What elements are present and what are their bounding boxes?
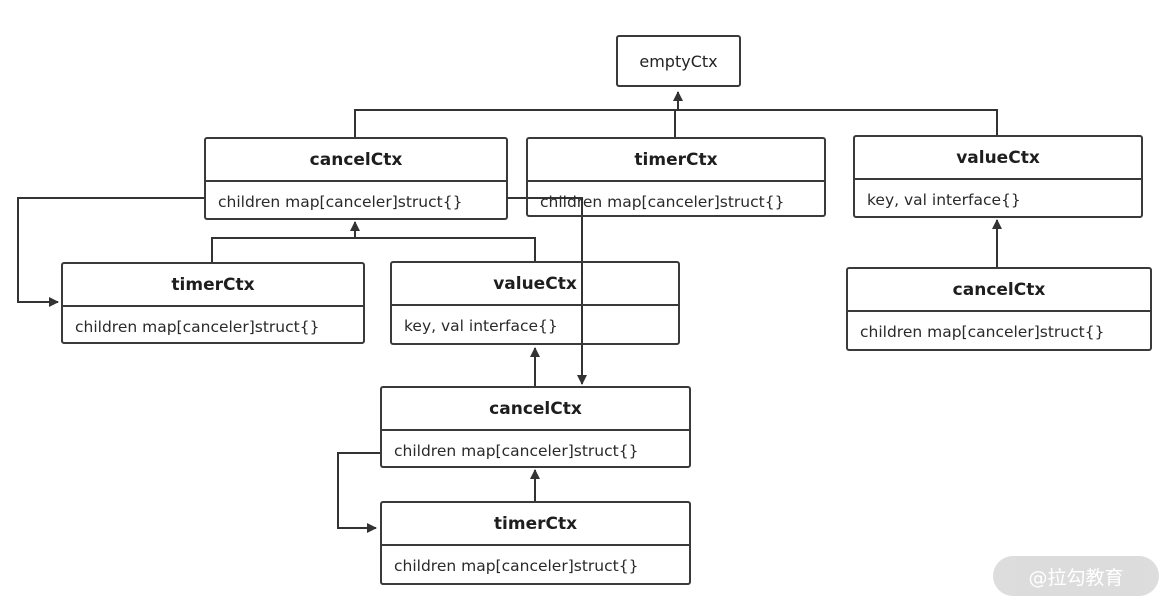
node-field: children map[canceler]struct{} <box>848 310 1150 352</box>
edge-mid-children-to-cancel-top <box>211 237 536 262</box>
node-title: timerCtx <box>171 274 255 295</box>
node-field: children map[canceler]struct{} <box>206 180 506 222</box>
edge-children-cancel-top-to-cancel-low <box>506 197 587 385</box>
node-field: children map[canceler]struct{} <box>382 544 689 586</box>
edge-children-cancel-top-to-timer-mid <box>17 197 204 307</box>
node-title: timerCtx <box>493 513 578 534</box>
cancel-ctx-node-top: cancelCtx children map[canceler]struct{} <box>204 137 508 220</box>
node-title: valueCtx <box>956 147 1040 168</box>
value-ctx-node-top: valueCtx key, val interface{} <box>853 135 1143 218</box>
node-title: emptyCtx <box>639 51 718 71</box>
node-title: cancelCtx <box>952 279 1046 300</box>
timer-ctx-node-mid: timerCtx children map[canceler]struct{} <box>61 262 365 344</box>
node-title: valueCtx <box>493 273 577 294</box>
node-title: cancelCtx <box>309 149 403 170</box>
edge-children-cancel-low-to-timer-low <box>337 452 380 533</box>
timer-ctx-node-top: timerCtx children map[canceler]struct{} <box>526 137 826 217</box>
node-field: children map[canceler]struct{} <box>63 305 363 347</box>
node-field: key, val interface{} <box>855 178 1141 220</box>
watermark: @拉勾教育 <box>993 556 1159 596</box>
node-title: cancelCtx <box>489 398 582 419</box>
timer-ctx-node-low: timerCtx children map[canceler]struct{} <box>380 501 691 585</box>
cancel-ctx-node-low: cancelCtx children map[canceler]struct{} <box>380 386 691 468</box>
node-field: children map[canceler]struct{} <box>382 429 689 471</box>
empty-ctx-node: emptyCtx <box>616 35 741 87</box>
node-field: children map[canceler]struct{} <box>528 180 824 222</box>
node-title: timerCtx <box>634 149 718 170</box>
node-field: key, val interface{} <box>392 304 678 346</box>
cancel-ctx-node-right: cancelCtx children map[canceler]struct{} <box>846 267 1152 351</box>
value-ctx-node-mid: valueCtx key, val interface{} <box>390 261 680 345</box>
